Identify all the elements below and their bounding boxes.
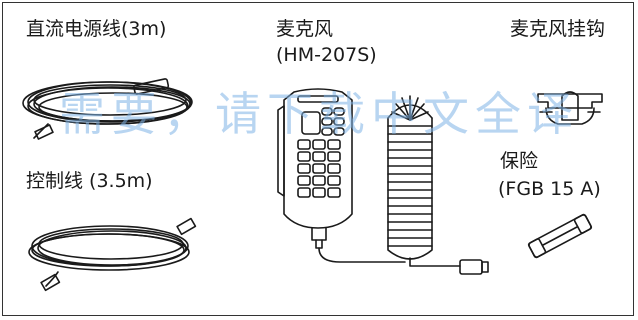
label-fuse: 保险 [500, 150, 539, 172]
coiled-cord-drawing [387, 95, 489, 275]
control-cable-drawing [28, 217, 197, 292]
label-mic-hanger: 麦克风挂钩 [510, 18, 606, 40]
fuse-drawing [527, 213, 593, 259]
mic-hanger-drawing [537, 91, 603, 125]
label-control-cable: 控制线 (3.5m) [26, 170, 153, 192]
microphone-drawing [277, 88, 406, 263]
figure-frame [2, 2, 634, 316]
label-fuse-model: (FGB 15 A) [498, 178, 601, 200]
watermark: 需要，请下载中文全译 [59, 87, 579, 141]
label-dc-power-cable: 直流电源线(3m) [26, 18, 167, 40]
label-microphone-model: (HM-207S) [276, 44, 377, 66]
dc-power-cable-drawing [22, 78, 193, 140]
label-microphone: 麦克风 [276, 18, 334, 40]
